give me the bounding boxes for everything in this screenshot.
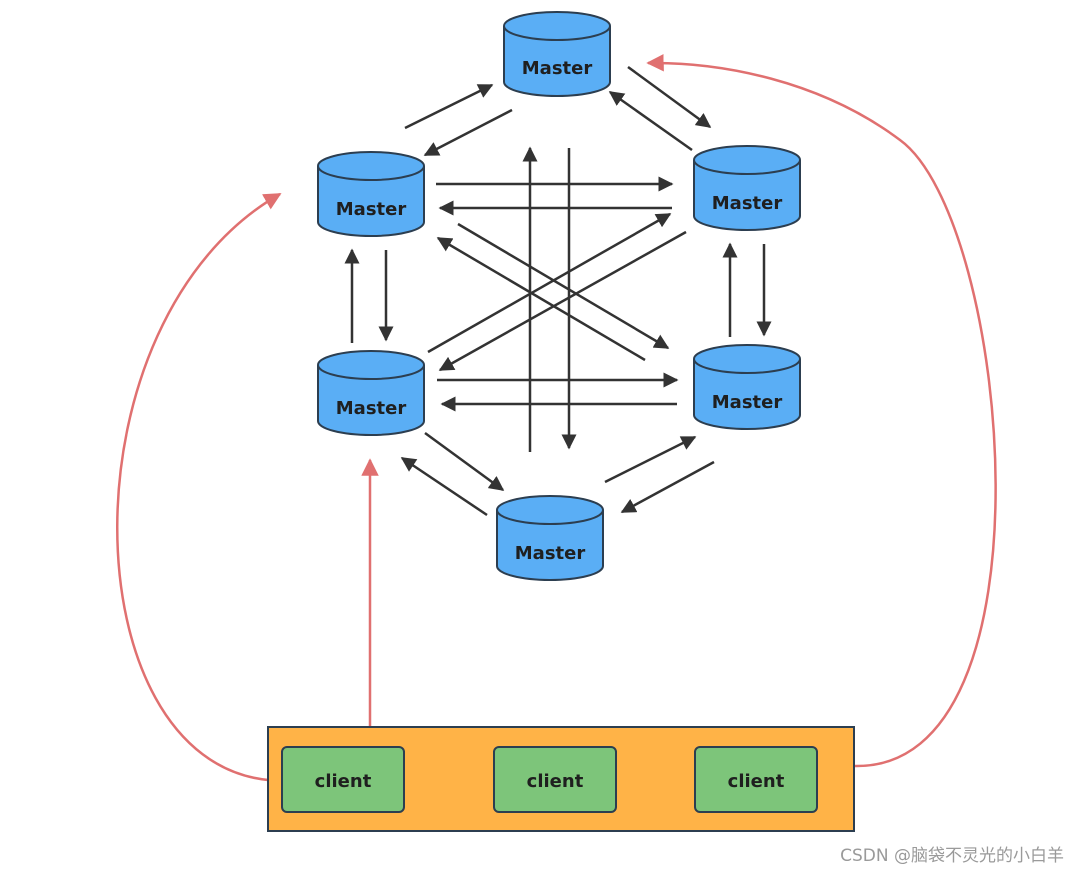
- master-node: Master: [317, 151, 425, 237]
- link-arrow: [608, 90, 693, 152]
- client-box: client: [493, 746, 617, 813]
- master-label: Master: [336, 199, 407, 220]
- client-box: client: [694, 746, 818, 813]
- client-label: client: [728, 771, 785, 792]
- master-label: Master: [712, 193, 783, 214]
- client-label: client: [315, 771, 372, 792]
- client-box: client: [281, 746, 405, 813]
- master-node: Master: [693, 344, 801, 430]
- master-node: Master: [503, 11, 611, 97]
- link-arrow: [423, 108, 513, 157]
- master-label: Master: [712, 392, 783, 413]
- link-arrow: [457, 222, 670, 350]
- client-arrow-right: [646, 54, 997, 768]
- link-arrow: [400, 456, 488, 517]
- link-arrow: [627, 65, 712, 129]
- link-arrow: [620, 460, 715, 514]
- master-links: [344, 65, 772, 517]
- master-node: Master: [496, 495, 604, 581]
- client-label: client: [527, 771, 584, 792]
- master-node: Master: [317, 350, 425, 436]
- link-arrow: [427, 212, 672, 354]
- link-arrow: [404, 83, 494, 130]
- client-links: [116, 54, 997, 782]
- master-label: Master: [515, 543, 586, 564]
- link-arrow: [424, 431, 505, 492]
- link-arrow: [438, 230, 687, 372]
- master-node: Master: [693, 145, 801, 231]
- link-arrow: [436, 236, 646, 362]
- master-label: Master: [522, 58, 593, 79]
- master-label: Master: [336, 398, 407, 419]
- link-arrow: [604, 435, 697, 484]
- client-arrow-left: [116, 192, 282, 782]
- watermark: CSDN @脑袋不灵光的小白羊: [840, 846, 1064, 866]
